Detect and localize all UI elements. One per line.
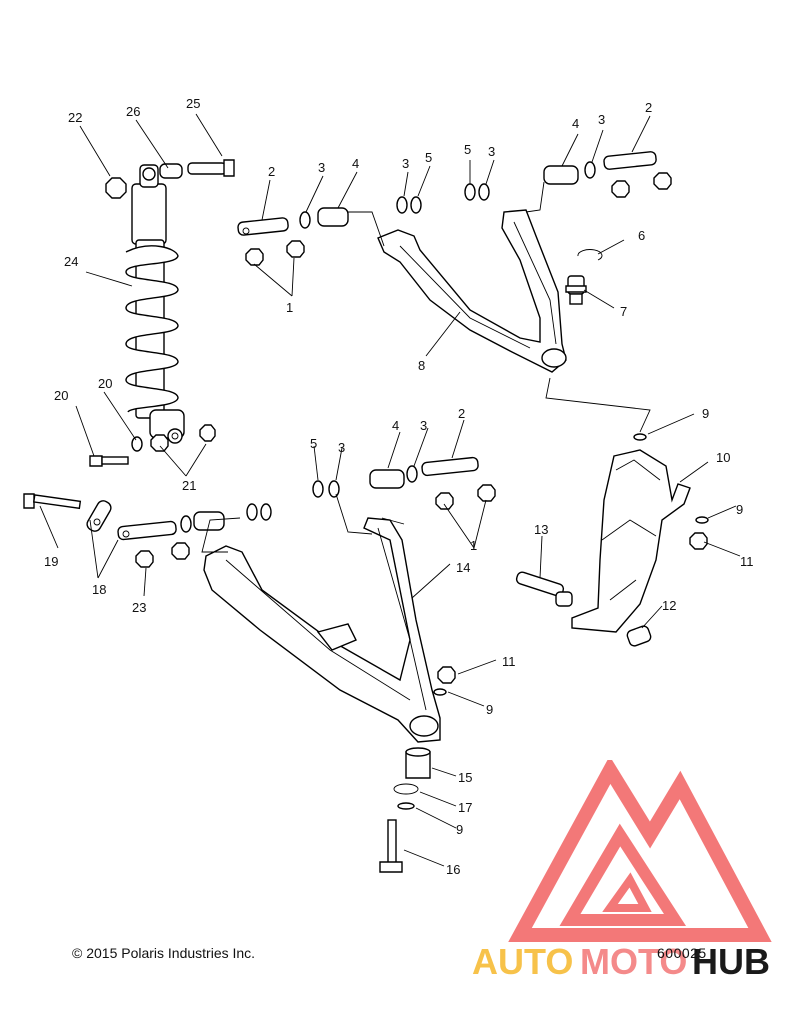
watermark-logo-icon (508, 760, 772, 942)
upper-bushings-left (299, 207, 349, 229)
callout-5-upper-right: 5 (464, 142, 471, 157)
callout-3-upper-far: 3 (598, 112, 605, 127)
callout-4-lower: 4 (392, 418, 399, 433)
callout-25: 25 (186, 96, 200, 111)
shock-links-18 (86, 500, 112, 532)
callout-21: 20 (54, 388, 68, 403)
callout-3-upper-mid: 3 (402, 156, 409, 171)
callout-11-knuckle: 11 (740, 554, 754, 569)
callout-8: 8 (418, 358, 425, 373)
nut-20-lower (135, 542, 190, 568)
upper-pivot-bolt-right-2 (543, 151, 672, 198)
callout-4-upper-left: 4 (352, 156, 359, 171)
callout-2-upper-left: 2 (268, 164, 275, 179)
diagram-number: 600025 (657, 945, 707, 961)
callout-17: 17 (458, 800, 472, 815)
watermark-text-auto: AUTO (472, 941, 573, 982)
washer-22 (131, 436, 143, 452)
callout-6: 6 (638, 228, 645, 243)
callout-12: 12 (662, 598, 676, 613)
callout-16: 16 (446, 862, 460, 877)
callout-24: 24 (64, 254, 78, 269)
ball-joint-7 (565, 275, 587, 305)
callout-9-knuckle-top: 9 (702, 406, 709, 421)
callout-10: 10 (716, 450, 730, 465)
watermark-text-moto: MOTO (580, 941, 687, 982)
callout-9-lower: 9 (486, 702, 493, 717)
lower-ball-joint-hardware (379, 666, 456, 873)
callout-26: 26 (126, 104, 140, 119)
upper-a-arm (377, 209, 567, 373)
upper-washers-center (396, 183, 490, 214)
leader-lines (39, 113, 741, 867)
callout-13: 13 (534, 522, 548, 537)
callout-22: 20 (98, 376, 112, 391)
callout-20: 22 (68, 110, 82, 125)
nuts-23 (150, 424, 216, 452)
lower-pivot-bolt-left-2 (117, 503, 272, 541)
callout-9-bottom: 9 (456, 822, 463, 837)
lower-a-arm (203, 517, 441, 743)
callout-5-lower: 5 (310, 436, 317, 451)
lower-pivot-bolt-right-2 (369, 456, 496, 510)
upper-nuts-left-1 (245, 240, 305, 266)
callout-9-knuckle-side: 9 (736, 502, 743, 517)
bushing-26 (159, 163, 183, 179)
callout-1-lower: 1 (470, 538, 477, 553)
callout-3-upper-right: 3 (488, 144, 495, 159)
callout-3-lower-right: 3 (420, 418, 427, 433)
callout-23: 21 (182, 478, 196, 493)
callout-2-upper-right: 2 (645, 100, 652, 115)
steering-knuckle (571, 433, 709, 633)
bolt-19 (23, 493, 82, 510)
lower-washers-center (312, 480, 340, 498)
callout-2-lower: 2 (458, 406, 465, 421)
callout-1-upper: 1 (286, 300, 293, 315)
bushing-12 (626, 625, 652, 647)
callout-7: 7 (620, 304, 627, 319)
callout-3-upper-left: 3 (318, 160, 325, 175)
callout-19: 19 (44, 554, 58, 569)
shock-absorber (125, 164, 185, 444)
watermark-text-hub: HUB (692, 941, 770, 982)
callout-15: 15 (458, 770, 472, 785)
callout-4-upper-right: 4 (572, 116, 579, 131)
callout-5-upper-mid: 5 (425, 150, 432, 165)
bolt-25 (187, 159, 235, 177)
callout-3-lower-left: 3 (338, 440, 345, 455)
callout-14: 14 (456, 560, 470, 575)
copyright-notice: © 2015 Polaris Industries Inc. (72, 945, 256, 961)
bolt-21 (89, 455, 129, 467)
automotohub-watermark: AUTO MOTO HUB (472, 760, 772, 982)
callout-numbers: 22 26 25 24 20 20 21 19 18 23 2 3 4 3 5 … (44, 96, 754, 877)
callout-20-lower: 23 (132, 600, 146, 615)
nut-20-top (105, 177, 127, 199)
upper-pivot-bolt-left-2 (237, 217, 289, 236)
callout-18: 18 (92, 582, 106, 597)
retaining-ring-6 (577, 249, 603, 261)
stud-13 (515, 571, 573, 607)
callout-11-lower: 11 (502, 654, 516, 669)
